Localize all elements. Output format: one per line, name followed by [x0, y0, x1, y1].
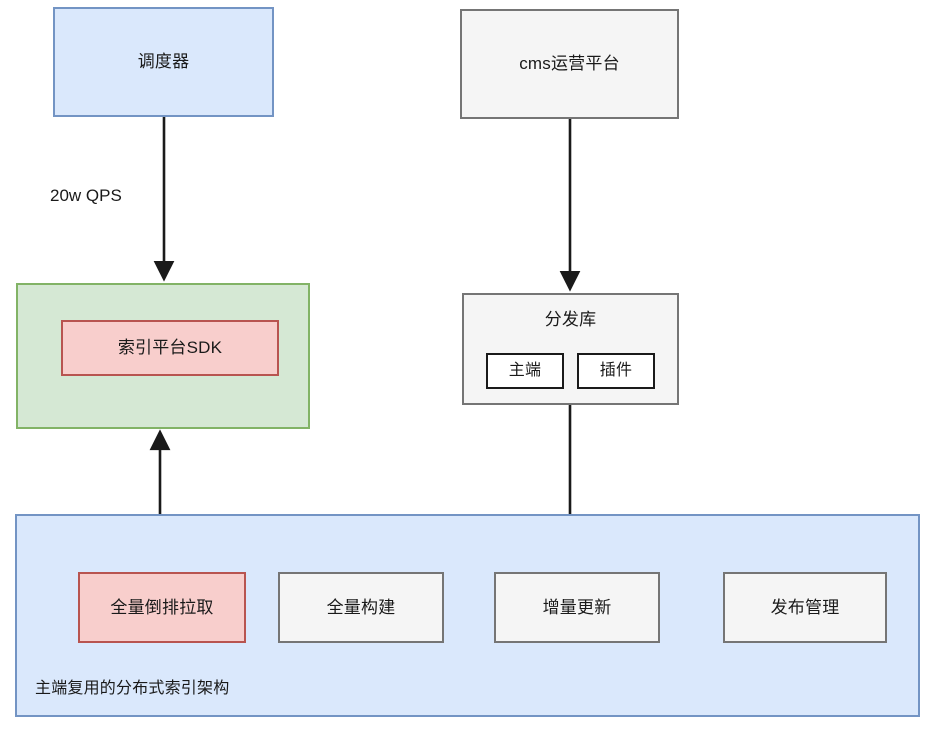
- node-incremental-update[interactable]: 增量更新: [494, 572, 660, 643]
- node-incremental-update-label: 增量更新: [542, 597, 612, 617]
- node-distribution-repo-title: 分发库: [544, 310, 597, 329]
- node-cms-platform[interactable]: cms运营平台: [460, 9, 679, 119]
- group-index-platform[interactable]: 索引平台SDK: [16, 283, 310, 429]
- node-index-platform-sdk-label: 索引平台SDK: [117, 338, 223, 358]
- node-publish-management[interactable]: 发布管理: [723, 572, 887, 643]
- node-distribution-repo[interactable]: 分发库 主端 插件: [462, 293, 679, 405]
- group-architecture-label: 主端复用的分布式索引架构: [35, 680, 230, 697]
- edge-label-20w-qps: 20w QPS: [50, 186, 122, 205]
- node-scheduler[interactable]: 调度器: [53, 7, 274, 117]
- node-full-inverted-pull[interactable]: 全量倒排拉取: [78, 572, 246, 643]
- node-full-build[interactable]: 全量构建: [278, 572, 444, 643]
- node-scheduler-label: 调度器: [137, 52, 190, 72]
- group-architecture[interactable]: 全量倒排拉取 全量构建 增量更新 发布管理 主端复用的分布式索引架构: [15, 514, 920, 717]
- node-distribution-repo-main-client[interactable]: 主端: [486, 353, 564, 389]
- node-full-build-label: 全量构建: [326, 597, 396, 617]
- node-index-platform-sdk[interactable]: 索引平台SDK: [61, 320, 279, 376]
- node-distribution-repo-main-client-label: 主端: [508, 362, 542, 379]
- node-publish-management-label: 发布管理: [770, 597, 840, 617]
- node-full-inverted-pull-label: 全量倒排拉取: [110, 597, 214, 617]
- node-cms-platform-label: cms运营平台: [519, 54, 620, 74]
- node-distribution-repo-plugin-label: 插件: [599, 362, 633, 379]
- node-distribution-repo-plugin[interactable]: 插件: [577, 353, 655, 389]
